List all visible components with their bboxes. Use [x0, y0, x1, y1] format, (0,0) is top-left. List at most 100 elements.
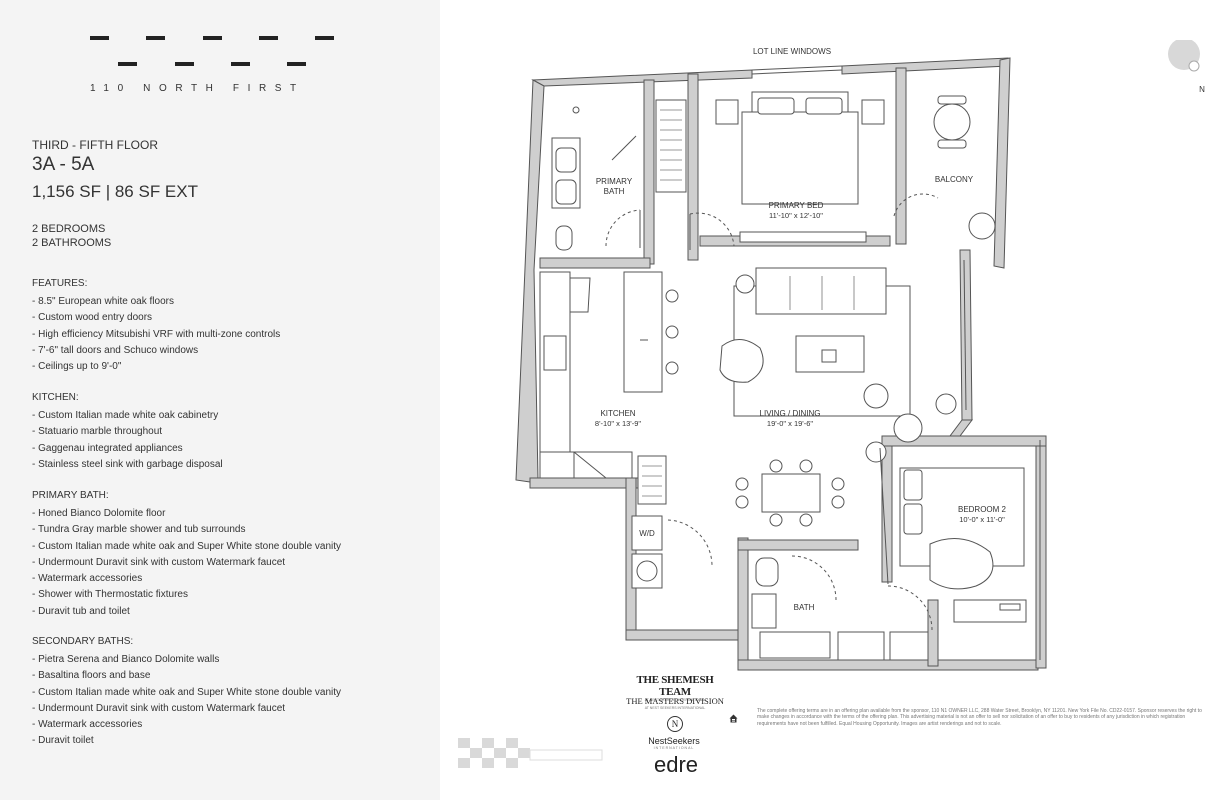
section-heading: FEATURES:	[32, 278, 88, 289]
feature-item: Custom wood entry doors	[32, 310, 280, 326]
features-section: FEATURES: 8.5" European white oak floors…	[32, 278, 280, 375]
bathroom-count: 2 BATHROOMS	[32, 237, 112, 249]
vanity	[751, 593, 777, 629]
feature-item: Statuario marble throughout	[32, 424, 223, 440]
dresser	[739, 231, 867, 243]
interior-wall	[625, 629, 749, 641]
primary-bed	[741, 111, 859, 205]
room-label-bedroom2: BEDROOM 2	[958, 505, 1007, 514]
key-plan	[458, 738, 603, 768]
kitchen-section: KITCHEN: Custom Italian made white oak c…	[32, 392, 223, 473]
unit-size: 1,156 SF | 86 SF EXT	[32, 182, 198, 201]
interior-wall	[539, 257, 651, 269]
bathtub	[759, 631, 831, 659]
svg-text:BATH: BATH	[604, 187, 625, 196]
primary-bath-section: PRIMARY BATH: Honed Bianco Dolomite floo…	[32, 490, 341, 620]
legal-disclaimer: The complete offering terms are in an of…	[757, 708, 1202, 727]
feature-item: Honed Bianco Dolomite floor	[32, 506, 341, 522]
nestseekers-emblem-icon: N	[667, 716, 683, 732]
balcony-wall	[993, 57, 1011, 269]
svg-text:8'-10" x 13'-9": 8'-10" x 13'-9"	[595, 419, 641, 428]
edre-logo: edre	[653, 752, 699, 777]
closet	[889, 631, 929, 661]
room-label-living: LIVING / DINING	[760, 409, 821, 418]
toilet	[755, 557, 779, 587]
feature-item: 7'-6" tall doors and Schuco windows	[32, 343, 280, 359]
perimeter-wall	[531, 69, 753, 87]
svg-text:19'-0" x 19'-6": 19'-0" x 19'-6"	[767, 419, 813, 428]
feature-item: Stainless steel sink with garbage dispos…	[32, 457, 223, 473]
building-wordmark: 110 NORTH FIRST	[90, 83, 305, 94]
toilet	[555, 225, 573, 251]
floor-plan: .wall { fill:#cfcfcf; stroke:#555; strok…	[515, 40, 1205, 671]
shemesh-team-logo: THE SHEMESH TEAM AT NEST SEEKERS INTERNA…	[636, 674, 714, 702]
feature-item: Duravit tub and toilet	[32, 604, 341, 620]
feature-item: High efficiency Mitsubishi VRF with mult…	[32, 327, 280, 343]
plant	[968, 212, 996, 240]
interior-wall	[927, 599, 939, 667]
nestseekers-logo: NestSeekers INTERNATIONAL	[648, 736, 700, 750]
interior-wall	[895, 67, 907, 245]
svg-text:11'-10" x 12'-10": 11'-10" x 12'-10"	[769, 211, 823, 220]
feature-item: Duravit toilet	[32, 733, 341, 749]
feature-item: Custom Italian made white oak cabinetry	[32, 408, 223, 424]
interior-wall	[737, 659, 1039, 671]
unit-name: 3A - 5A	[32, 154, 95, 175]
info-panel: 110 NORTH FIRST THIRD - FIFTH FLOOR 3A -…	[0, 0, 440, 800]
feature-item: 8.5" European white oak floors	[32, 294, 280, 310]
feature-item: Custom Italian made white oak and Super …	[32, 685, 341, 701]
feature-item: Watermark accessories	[32, 717, 341, 733]
feature-item: Custom Italian made white oak and Super …	[32, 539, 341, 555]
closet	[837, 631, 885, 661]
east-wall	[949, 419, 973, 437]
feature-item: Undermount Duravit sink with custom Wate…	[32, 701, 341, 717]
kitchen-island	[623, 271, 663, 393]
bedroom2-chair	[929, 538, 994, 590]
wd-label: W/D	[639, 529, 655, 538]
room-label-balcony: BALCONY	[935, 175, 974, 184]
lounge-chair	[893, 413, 923, 443]
balcony-table	[933, 103, 971, 141]
interior-wall	[643, 79, 655, 265]
building-logo-mark	[90, 36, 334, 66]
dining-table	[761, 473, 821, 513]
feature-item: Watermark accessories	[32, 571, 341, 587]
interior-wall	[737, 539, 859, 551]
interior-wall	[687, 73, 699, 261]
feature-item: Undermount Duravit sink with custom Wate…	[32, 555, 341, 571]
feature-item: Tundra Gray marble shower and tub surrou…	[32, 522, 341, 538]
room-label-primary-bath: PRIMARY	[596, 177, 633, 186]
feature-item: Ceilings up to 9'-0"	[32, 359, 280, 375]
room-label-primary-bed: PRIMARY BED	[769, 201, 824, 210]
east-wall	[1035, 439, 1047, 669]
north-label: N	[1199, 85, 1205, 94]
bedroom-count: 2 BEDROOMS	[32, 223, 106, 235]
room-label-kitchen: KITCHEN	[600, 409, 635, 418]
bed-bath-count: 2 BEDROOMS 2 BATHROOMS	[32, 222, 111, 250]
sofa	[755, 267, 887, 315]
svg-text:10'-0" x 11'-0": 10'-0" x 11'-0"	[959, 515, 1005, 524]
washer-dryer	[631, 515, 663, 551]
interior-wall	[529, 477, 639, 489]
secondary-baths-section: SECONDARY BATHS: Pietra Serena and Bianc…	[32, 636, 341, 750]
section-heading: SECONDARY BATHS:	[32, 636, 134, 647]
masters-division-logo: THE MASTERS DIVISION AT NEST SEEKERS INT…	[626, 696, 724, 710]
room-label-bath: BATH	[794, 603, 815, 612]
feature-item: Shower with Thermostatic fixtures	[32, 587, 341, 603]
equal-housing-icon	[729, 710, 738, 723]
feature-item: Gaggenau integrated appliances	[32, 441, 223, 457]
lounge-chair	[863, 383, 889, 409]
interior-wall	[737, 537, 749, 669]
interior-wall	[881, 435, 1047, 447]
perimeter-wall	[841, 57, 1009, 75]
desk	[953, 599, 1027, 623]
floor-label: THIRD - FIFTH FLOOR	[32, 138, 158, 152]
plant	[935, 393, 957, 415]
kitchen-counter-lower	[539, 451, 633, 479]
pantry	[637, 455, 667, 505]
feature-item: Basaltina floors and base	[32, 668, 341, 684]
section-heading: KITCHEN:	[32, 392, 79, 403]
feature-item: Pietra Serena and Bianco Dolomite walls	[32, 652, 341, 668]
lot-line-label: LOT LINE WINDOWS	[753, 47, 831, 56]
accent-chair	[719, 339, 764, 383]
